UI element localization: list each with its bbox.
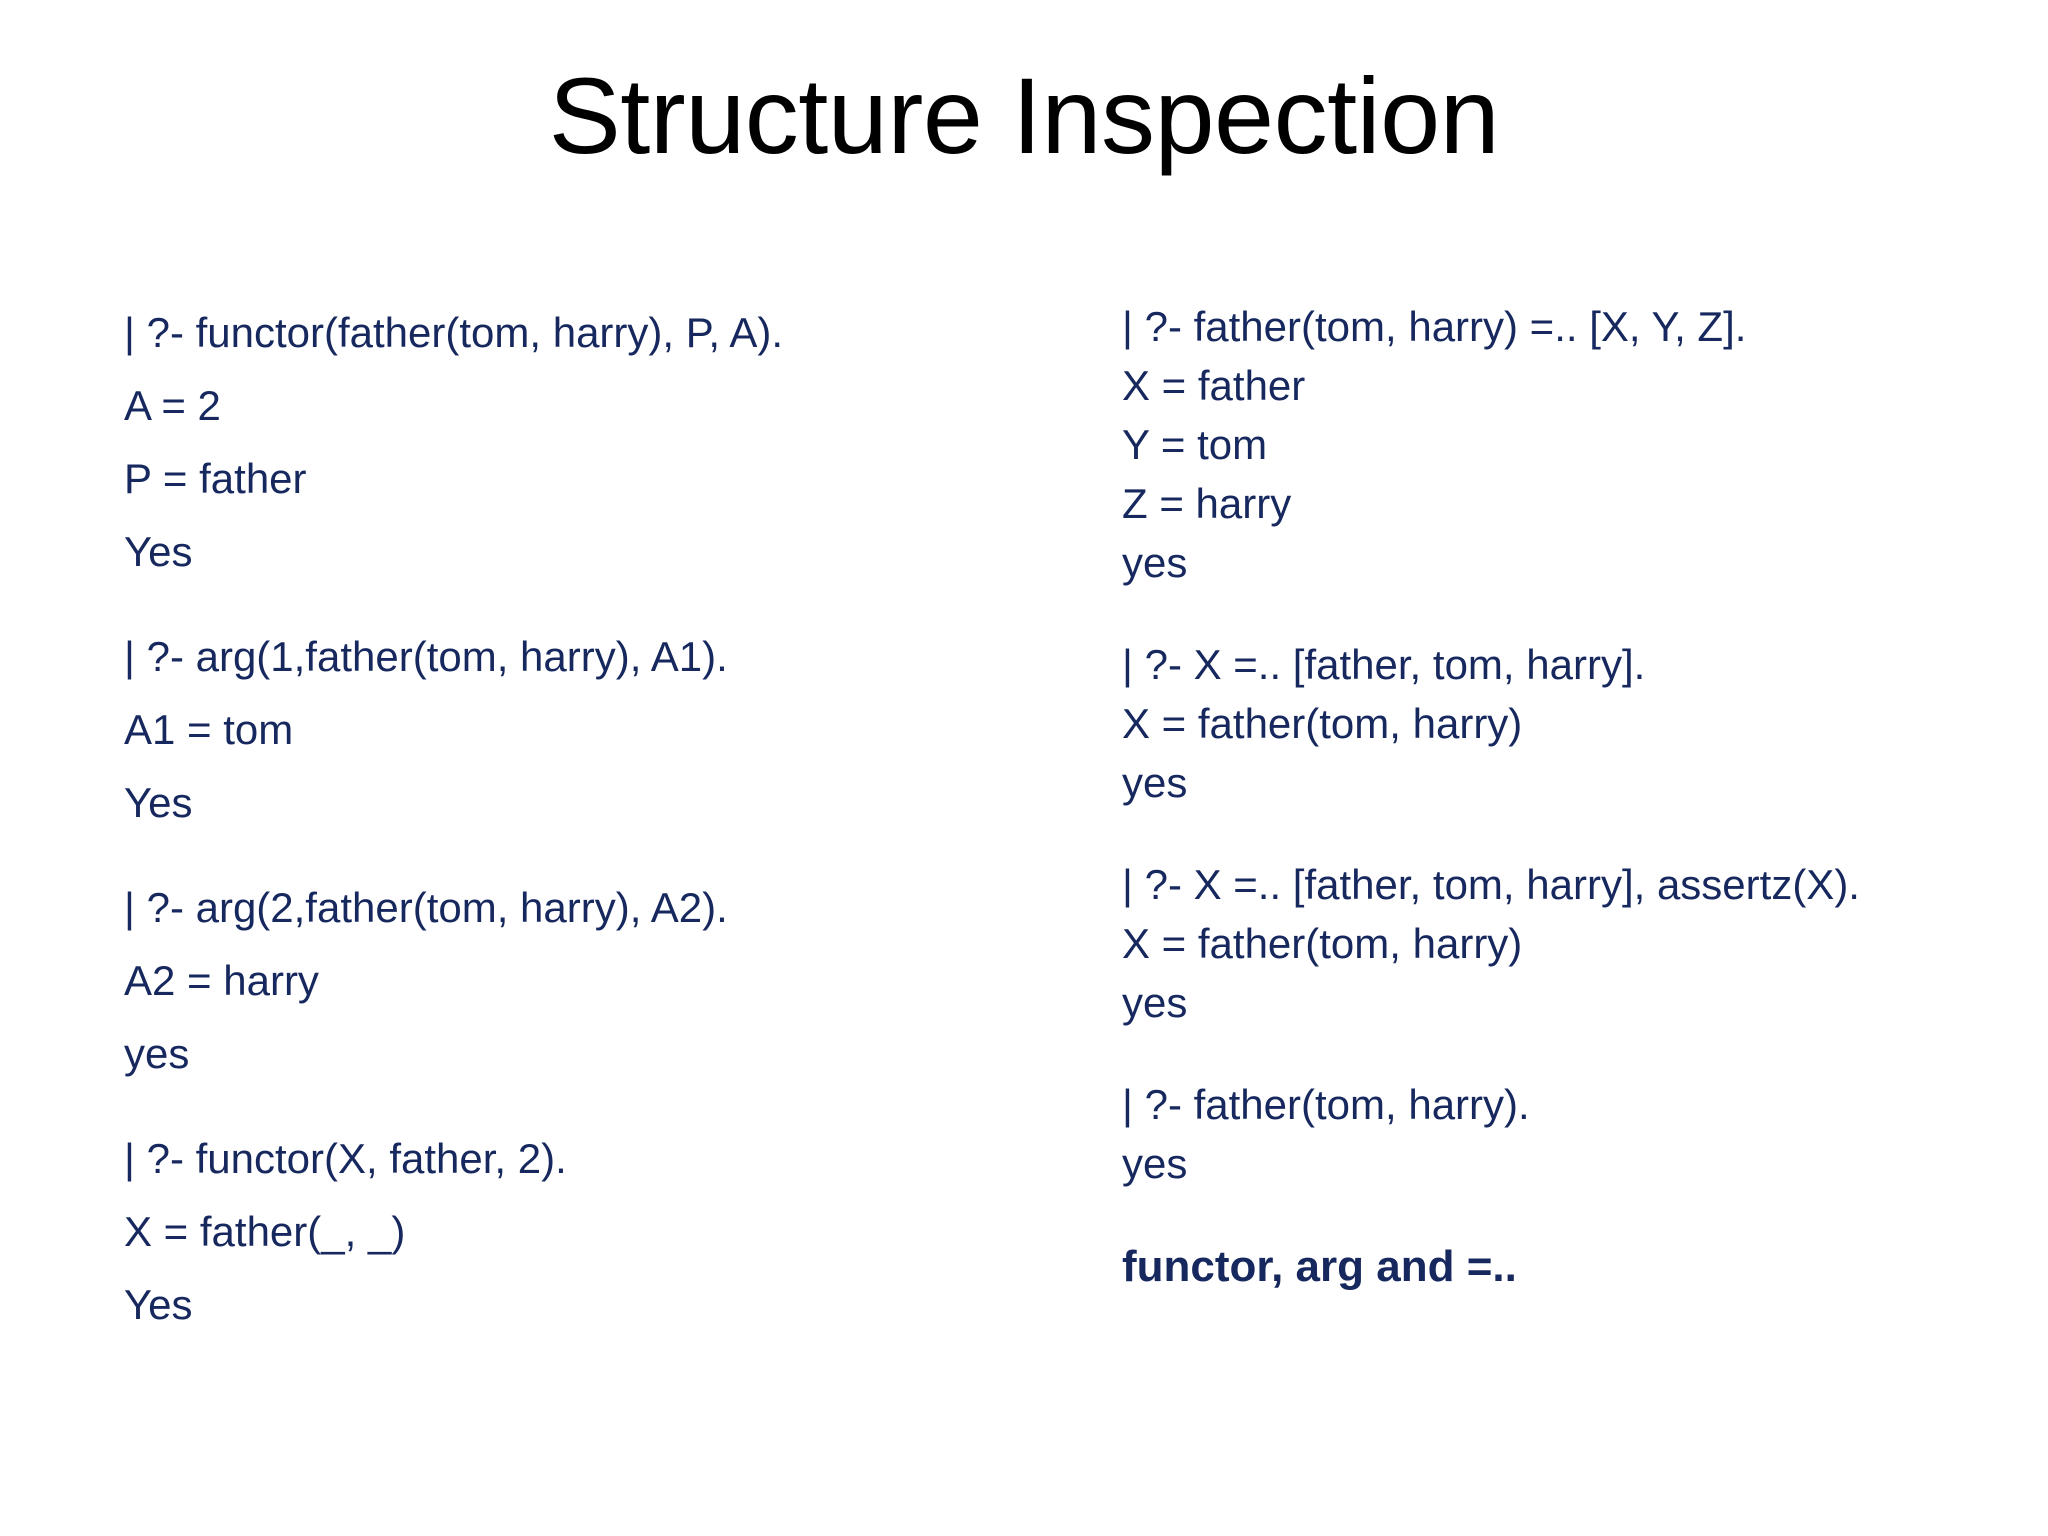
code-line: | ?- father(tom, harry) =.. [X, Y, Z]. [1122,303,1747,350]
code-line: | ?- father(tom, harry). [1122,1081,1530,1128]
father-fact-query-block: | ?- father(tom, harry). yes [1122,1084,2002,1185]
functor-construct-block: | ?- functor(X, father, 2). X = father(_… [124,1138,1004,1326]
left-content-column: | ?- functor(father(tom, harry), P, A). … [124,312,1004,1357]
arg2-query-block: | ?- arg(2,father(tom, harry), A2). A2 =… [124,887,1004,1075]
code-line: yes [1122,979,1188,1026]
code-line: Z = harry [1122,480,1292,527]
univ-construct-block: | ?- X =.. [father, tom, harry]. X = fat… [1122,644,2002,804]
code-line: Y = tom [1122,421,1268,468]
code-line: X = father(_, _) [124,1208,406,1255]
univ-assertz-block: | ?- X =.. [father, tom, harry], assertz… [1122,864,2002,1024]
code-line: X = father(tom, harry) [1122,700,1523,747]
code-line: | ?- arg(1,father(tom, harry), A1). [124,633,728,680]
code-line: Yes [124,779,193,826]
page-title: Structure Inspection [548,55,1500,176]
code-line: X = father(tom, harry) [1122,920,1523,967]
code-line: | ?- arg(2,father(tom, harry), A2). [124,884,728,931]
code-line: A2 = harry [124,957,319,1004]
code-line: | ?- functor(X, father, 2). [124,1135,567,1182]
code-line: yes [1122,539,1188,586]
code-line: A = 2 [124,382,221,429]
code-line: Yes [124,528,193,575]
code-line: | ?- functor(father(tom, harry), P, A). [124,309,784,356]
right-content-column: | ?- father(tom, harry) =.. [X, Y, Z]. X… [1122,306,2002,1289]
summary-caption: functor, arg and =.. [1122,1242,1517,1291]
code-line: yes [1122,759,1188,806]
code-line: P = father [124,455,307,502]
univ-decompose-block: | ?- father(tom, harry) =.. [X, Y, Z]. X… [1122,306,2002,584]
arg1-query-block: | ?- arg(1,father(tom, harry), A1). A1 =… [124,636,1004,824]
code-line: X = father [1122,362,1306,409]
code-line: A1 = tom [124,706,294,753]
code-line: yes [1122,1140,1188,1187]
code-line: | ?- X =.. [father, tom, harry], assertz… [1122,861,1860,908]
code-line: yes [124,1030,190,1077]
code-line: Yes [124,1281,193,1328]
code-line: | ?- X =.. [father, tom, harry]. [1122,641,1646,688]
functor-query-block: | ?- functor(father(tom, harry), P, A). … [124,312,1004,573]
